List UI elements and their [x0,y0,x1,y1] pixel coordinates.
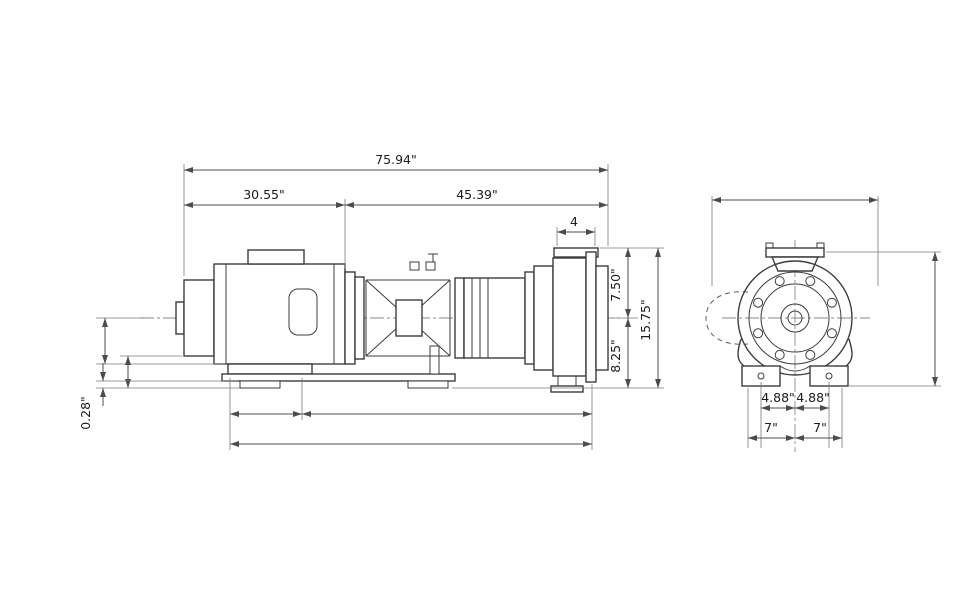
dim-center-to-base-label: 8.25" [608,339,623,373]
dim-left-vertical-a [96,317,226,365]
fitting [425,261,436,271]
bolt-hole [774,276,785,287]
coupling-guard [344,253,451,365]
side-elevation-view: 75.94" 30.55" 45.39" 4 7.50" 8.25" [78,152,664,450]
dim-motor-section-label: 30.55" [243,187,285,202]
fitting [409,261,420,271]
dim-overall-length-label: 75.94" [375,152,417,167]
bottom-port-flange [550,385,584,393]
dim-flange-size-label: 4 [570,214,578,229]
dim-base-plate-thickness: 0.28" [78,363,238,430]
dim-motor-section: 30.55" [184,187,346,268]
pump-end-face [737,260,853,376]
terminal-box [247,249,305,265]
bolt-hole [753,328,764,339]
dim-foot-bolts: 4.88" 4.88" [760,382,830,448]
dim-center-to-base: 8.25" [452,318,664,389]
dim-pump-section-label: 45.39" [456,187,498,202]
coupling [395,299,423,337]
dim-foot-right-label: 7" [813,420,827,435]
motor-foot [227,363,313,375]
dim-end-view-width [711,196,879,286]
bolt-hole [826,328,837,339]
support-bracket [429,345,440,375]
dim-bottom-chain [229,378,593,450]
bolt-hole [826,297,837,308]
foot-bolt-hole [757,372,765,380]
dim-overall-height: 15.75" [638,248,661,388]
dim-left-vertical-b [96,355,240,389]
end-view: 4.88" 4.88" 7" 7" [705,196,941,452]
motor-flange [344,271,356,365]
dim-foot-left-label: 7" [764,420,778,435]
dim-center-to-discharge-top: 7.50" [600,247,664,319]
dim-overall-height-label: 15.75" [638,299,653,341]
bolt-hole [753,297,764,308]
motor-hidden-outline [705,291,749,345]
dim-discharge-top-label: 7.50" [608,268,623,302]
dim-flange-size: 4 [556,214,596,246]
motor-nameplate [288,288,318,336]
discharge-flange-top [765,242,825,272]
bolt-hole [774,349,785,360]
pump-head [533,247,609,393]
dim-end-view-height [826,251,941,387]
end-flange [585,251,597,383]
dim-bolt-left-label: 4.88" [761,390,795,405]
motor [175,249,346,375]
dim-foot-width: 7" 7" [747,388,843,448]
foot-bolt-hole [825,372,833,380]
dim-pump-section: 45.39" [345,187,608,208]
bolt-hole [805,349,816,360]
dim-bolt-right-label: 4.88" [796,390,830,405]
baseplate [221,345,456,389]
dim-base-plate-thickness-label: 0.28" [78,396,93,430]
pump-barrel [454,271,535,365]
volute-and-feet [737,338,853,387]
dim-overall-length: 75.94" [183,152,609,276]
discharge-flange [553,247,599,258]
bolt-hole [805,276,816,287]
